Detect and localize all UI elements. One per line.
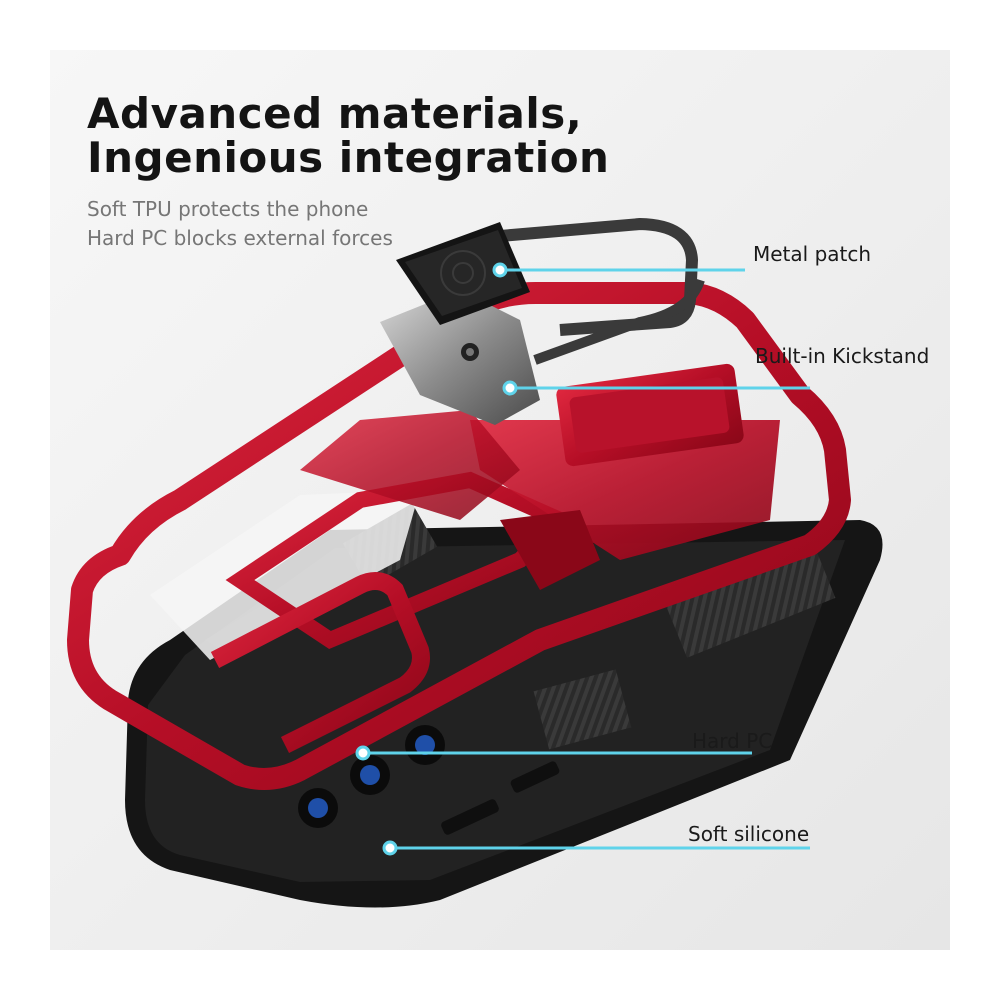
subtitle-line-1: Soft TPU protects the phone (87, 197, 369, 221)
headline-line-2: Ingenious integration (87, 133, 610, 182)
headline: Advanced materials, Ingenious integratio… (87, 92, 609, 180)
callout-metal-patch: Metal patch (753, 242, 872, 266)
callout-hard-pc: Hard PC (692, 729, 773, 753)
subtitle: Soft TPU protects the phone Hard PC bloc… (87, 195, 393, 253)
headline-line-1: Advanced materials, (87, 89, 583, 138)
camera-lenses (298, 725, 445, 828)
subtitle-line-2: Hard PC blocks external forces (87, 226, 393, 250)
hard-pc-frame (67, 281, 851, 790)
callout-lines (355, 262, 810, 856)
metal-patch (396, 222, 530, 325)
callout-built-in-kickstand: Built-in Kickstand (755, 344, 930, 368)
callout-soft-silicone: Soft silicone (688, 822, 810, 846)
